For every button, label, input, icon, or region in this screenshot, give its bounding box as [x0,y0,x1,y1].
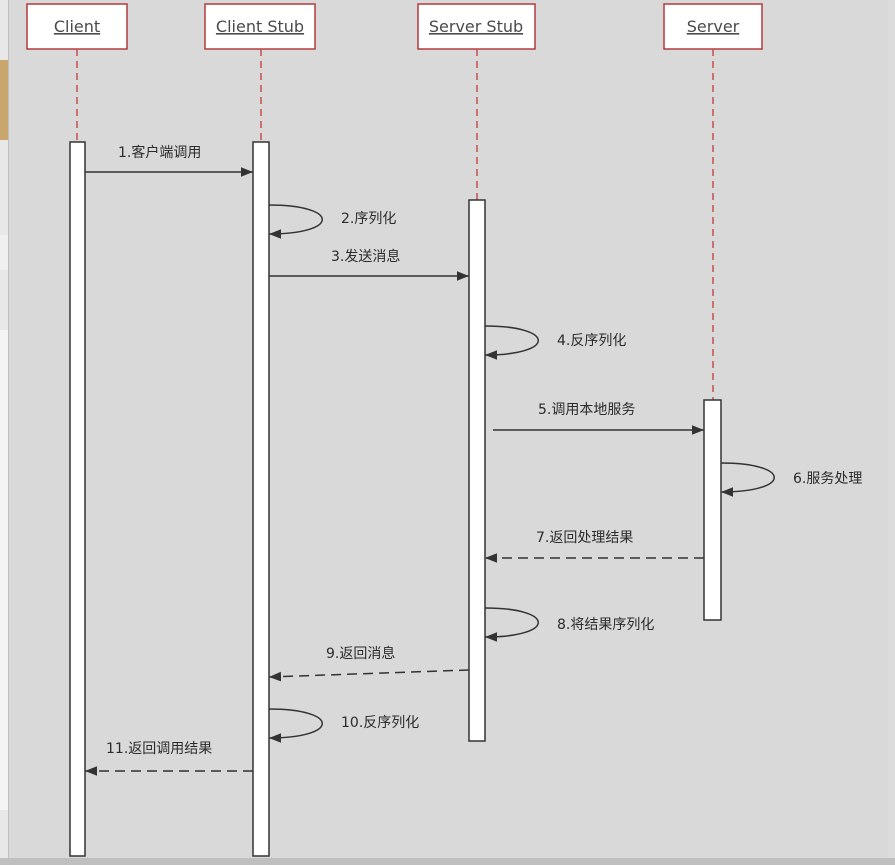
message-label-3: 3.发送消息 [331,248,400,265]
left-strip-segment [0,330,8,810]
message-label-9: 9.返回消息 [326,645,395,662]
message-label-6: 6.服务处理 [793,471,862,487]
activation-bar-client [69,141,86,857]
bottom-window-strip [0,858,895,865]
participant-client: Client [26,3,128,50]
message-label-2: 2.序列化 [341,211,396,227]
left-strip-segment [0,60,8,140]
participant-server-stub: Server Stub [417,3,536,50]
message-arrow-10 [268,708,323,743]
participant-label: Client Stub [216,17,304,36]
message-label-1: 1.客户端调用 [118,144,201,161]
activation-bar-server [703,399,722,621]
participant-box [663,3,763,50]
message-label-8: 8.将结果序列化 [557,617,654,633]
right-window-strip [888,0,895,865]
participant-box [417,3,536,50]
message-arrow-4 [484,325,539,360]
participant-label: Server [687,17,740,36]
participant-server: Server [663,3,763,50]
message-label-11: 11.返回调用结果 [106,741,212,757]
message-label-10: 10.反序列化 [341,715,419,731]
participant-label: Client [54,17,100,36]
activation-bar-server-stub [468,199,486,742]
message-arrow-9 [268,669,470,682]
message-label-4: 4.反序列化 [557,333,626,349]
message-label-7: 7.返回处理结果 [536,530,633,546]
message-arrow-6 [720,462,775,497]
message-arrow-2 [268,204,323,239]
message-arrow-8 [484,607,539,642]
participant-box [26,3,128,50]
left-window-strip [0,0,9,858]
message-label-5: 5.调用本地服务 [538,402,635,418]
activation-bar-client-stub [252,141,270,857]
participant-box [204,3,316,50]
participant-label: Server Stub [429,17,523,36]
left-strip-segment [0,235,8,270]
participant-client-stub: Client Stub [204,3,316,50]
